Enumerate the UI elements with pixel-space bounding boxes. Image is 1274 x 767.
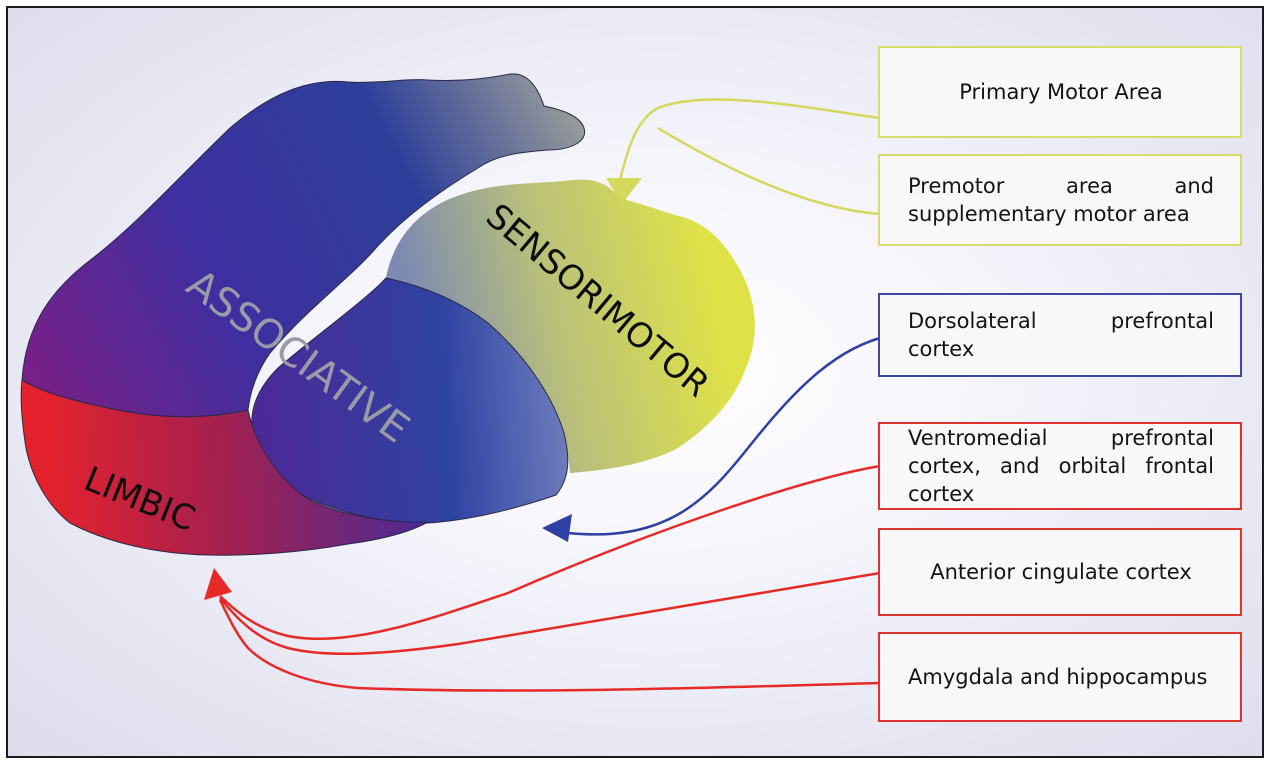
label-dorsolateral-prefrontal: Dorsolateral prefrontal cortex (878, 293, 1242, 377)
label-premotor-area: Premotor area and supplementary motor ar… (878, 154, 1242, 246)
amygdala-text: Amygdala and hippocampus (908, 665, 1208, 689)
premotor-text: Premotor area and supplementary motor ar… (908, 174, 1214, 226)
associative-putamen-region (251, 277, 569, 524)
arrow-head-sensorimotor (606, 178, 642, 204)
anterior-cingulate-text: Anterior cingulate cortex (930, 560, 1192, 584)
arrow-limbic-group (218, 464, 881, 692)
sensorimotor-region (386, 179, 755, 473)
diagram-frame: ASSOCIATIVE SENSORIMOTOR LIMBIC Primary … (6, 6, 1264, 758)
dorsolateral-text: Dorsolateral prefrontal cortex (908, 309, 1214, 361)
basal-ganglia-diagram: ASSOCIATIVE SENSORIMOTOR LIMBIC (20, 73, 881, 692)
limbic-region (20, 379, 429, 556)
arrow-dorsolateral (567, 336, 881, 536)
arrow-primary-motor (618, 98, 881, 216)
arrow-head-limbic (204, 568, 232, 600)
associative-region (21, 73, 586, 418)
label-amygdala-hippocampus: Amygdala and hippocampus (878, 632, 1242, 722)
primary-motor-text: Primary Motor Area (959, 80, 1163, 104)
ventromedial-text: Ventromedial prefrontal cortex, and orbi… (908, 426, 1214, 506)
label-ventromedial-prefrontal: Ventromedial prefrontal cortex, and orbi… (878, 422, 1242, 510)
label-anterior-cingulate: Anterior cingulate cortex (878, 528, 1242, 616)
label-primary-motor-area: Primary Motor Area (878, 46, 1242, 138)
arrow-head-associative (542, 514, 572, 542)
